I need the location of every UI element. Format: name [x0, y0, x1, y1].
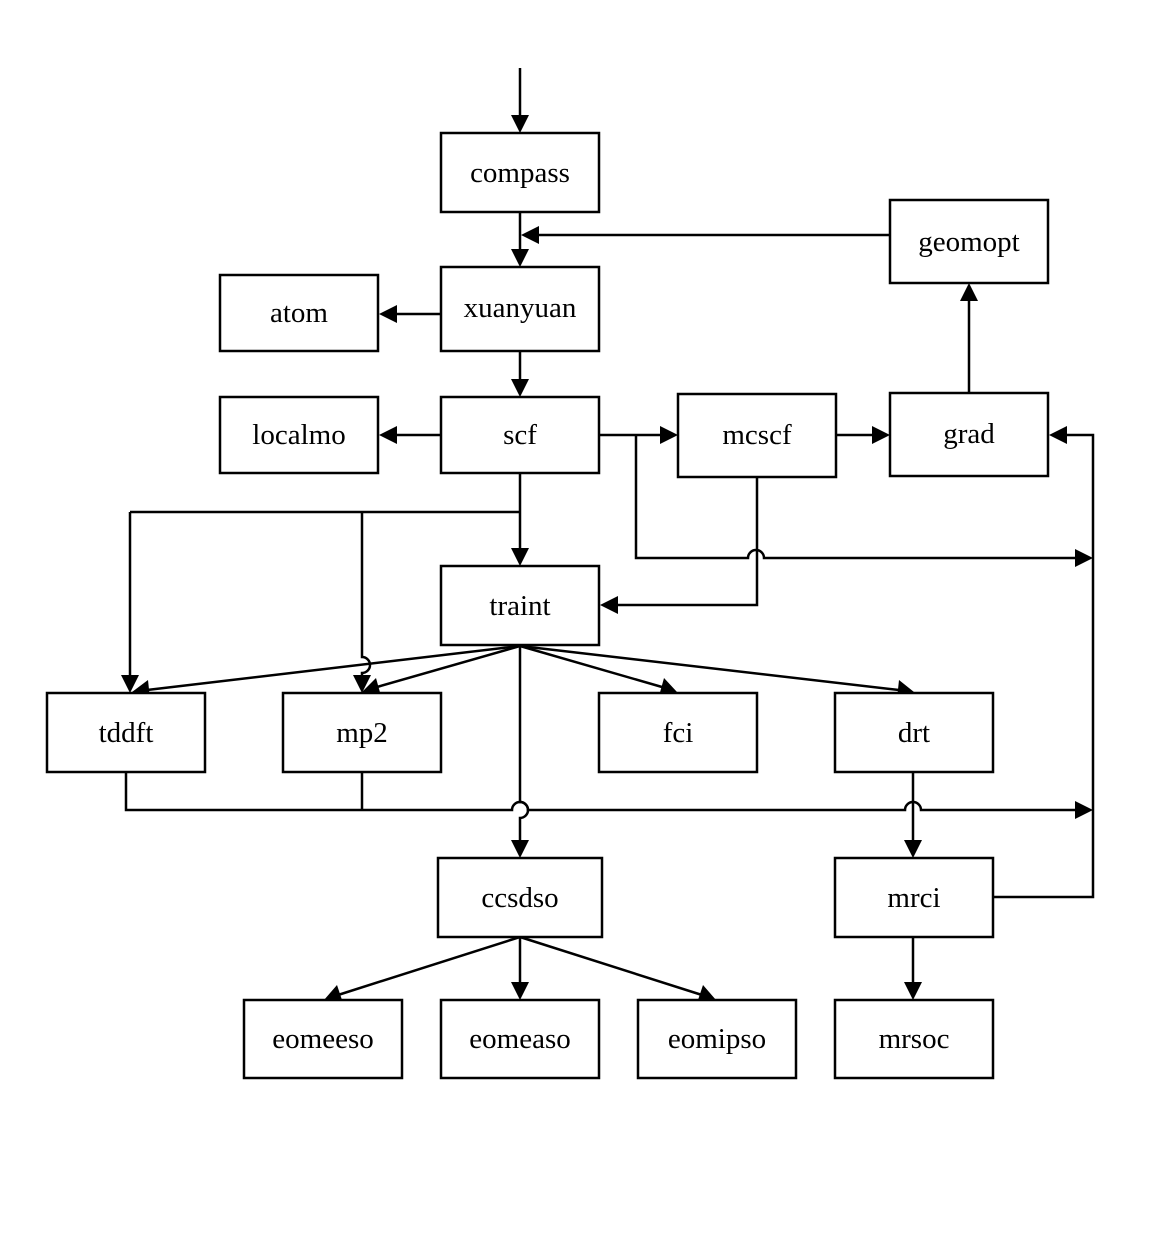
arrowhead-compass — [511, 115, 529, 133]
arrowhead-eomeaso — [511, 982, 529, 1000]
node-traint[interactable]: traint — [439, 564, 601, 647]
node-eomeeso[interactable]: eomeeso — [242, 998, 404, 1080]
edge-ccsdso-eomipso — [519, 935, 703, 997]
node-grad-label: grad — [943, 418, 995, 450]
node-mp2[interactable]: mp2 — [281, 691, 443, 774]
edge-ccsdso-eomeeso — [337, 935, 521, 997]
edge-tddft-bus — [124, 772, 1081, 812]
edge-scf-mp2 — [360, 512, 372, 682]
edges — [121, 68, 1095, 1003]
node-ccsdso-label: ccsdso — [481, 882, 558, 914]
arrowhead-geomopt — [960, 283, 978, 301]
node-eomeaso[interactable]: eomeaso — [439, 998, 601, 1080]
edge-traint-tddft — [146, 644, 521, 692]
node-xuanyuan-label: xuanyuan — [464, 292, 577, 324]
node-mrci[interactable]: mrci — [833, 856, 995, 939]
node-compass-label: compass — [470, 157, 570, 189]
arrowhead-ccsdso — [511, 840, 529, 858]
node-eomipso[interactable]: eomipso — [636, 998, 798, 1080]
arrowhead-xuanyuan — [511, 249, 529, 267]
node-atom[interactable]: atom — [218, 273, 380, 353]
node-mrsoc-label: mrsoc — [879, 1023, 950, 1055]
arrowhead-geomopt-return — [521, 226, 539, 244]
arrowhead-scf — [511, 379, 529, 397]
nodes: compass geomopt atom xuanyuan localmo sc… — [45, 131, 1050, 1080]
arrowhead-fci — [659, 678, 677, 696]
node-drt[interactable]: drt — [833, 691, 995, 774]
node-localmo-label: localmo — [252, 419, 345, 451]
arrowhead-mp2-from-scf — [353, 675, 371, 693]
edge-traint-fci — [519, 644, 663, 689]
node-fci-label: fci — [663, 717, 694, 749]
node-eomipso-label: eomipso — [668, 1023, 766, 1055]
node-ccsdso[interactable]: ccsdso — [436, 856, 604, 939]
arrowhead-grad-from-mcscf — [872, 426, 890, 444]
arrowhead-tddft-from-scf — [121, 675, 139, 693]
node-geomopt-label: geomopt — [918, 226, 1020, 258]
edge-mcscf-traint — [612, 477, 759, 607]
node-mrci-label: mrci — [887, 882, 940, 914]
arrowhead-traint-from-scf — [511, 548, 529, 566]
arrowhead-mrci — [904, 840, 922, 858]
node-tddft[interactable]: tddft — [45, 691, 207, 774]
node-scf[interactable]: scf — [439, 395, 601, 475]
edge-traint-drt — [519, 644, 900, 692]
node-mrsoc[interactable]: mrsoc — [833, 998, 995, 1080]
arrowhead-traint-from-mcscf — [600, 596, 618, 614]
edge-scf-bus — [634, 435, 1081, 560]
arrowhead-bus-lower — [1075, 801, 1093, 819]
arrowhead-localmo — [379, 426, 397, 444]
node-eomeaso-label: eomeaso — [469, 1023, 570, 1055]
node-xuanyuan[interactable]: xuanyuan — [439, 265, 601, 353]
node-traint-label: traint — [489, 590, 550, 622]
edge-traint-mp2 — [376, 644, 521, 689]
node-mcscf[interactable]: mcscf — [676, 392, 838, 479]
arrowhead-eomipso — [697, 985, 716, 1003]
node-drt-label: drt — [898, 717, 930, 749]
arrowhead-grad-from-bus — [1049, 426, 1067, 444]
edge-traint-ccsdso — [518, 646, 530, 847]
node-grad[interactable]: grad — [888, 391, 1050, 478]
node-scf-label: scf — [503, 419, 537, 451]
node-localmo[interactable]: localmo — [218, 395, 380, 475]
node-tddft-label: tddft — [99, 717, 154, 749]
arrowhead-bus-upper — [1075, 549, 1093, 567]
edge-mrci-bus — [993, 433, 1095, 899]
node-atom-label: atom — [270, 297, 328, 329]
node-mcscf-label: mcscf — [722, 419, 792, 451]
arrowhead-atom — [379, 305, 397, 323]
node-eomeeso-label: eomeeso — [272, 1023, 373, 1055]
arrowhead-mrsoc — [904, 982, 922, 1000]
arrowhead-mp2-from-traint — [362, 678, 381, 696]
node-geomopt[interactable]: geomopt — [888, 198, 1050, 285]
node-mp2-label: mp2 — [336, 717, 388, 749]
node-compass[interactable]: compass — [439, 131, 601, 214]
node-fci[interactable]: fci — [597, 691, 759, 774]
arrowhead-eomeeso — [324, 985, 343, 1003]
arrowhead-mcscf — [660, 426, 678, 444]
